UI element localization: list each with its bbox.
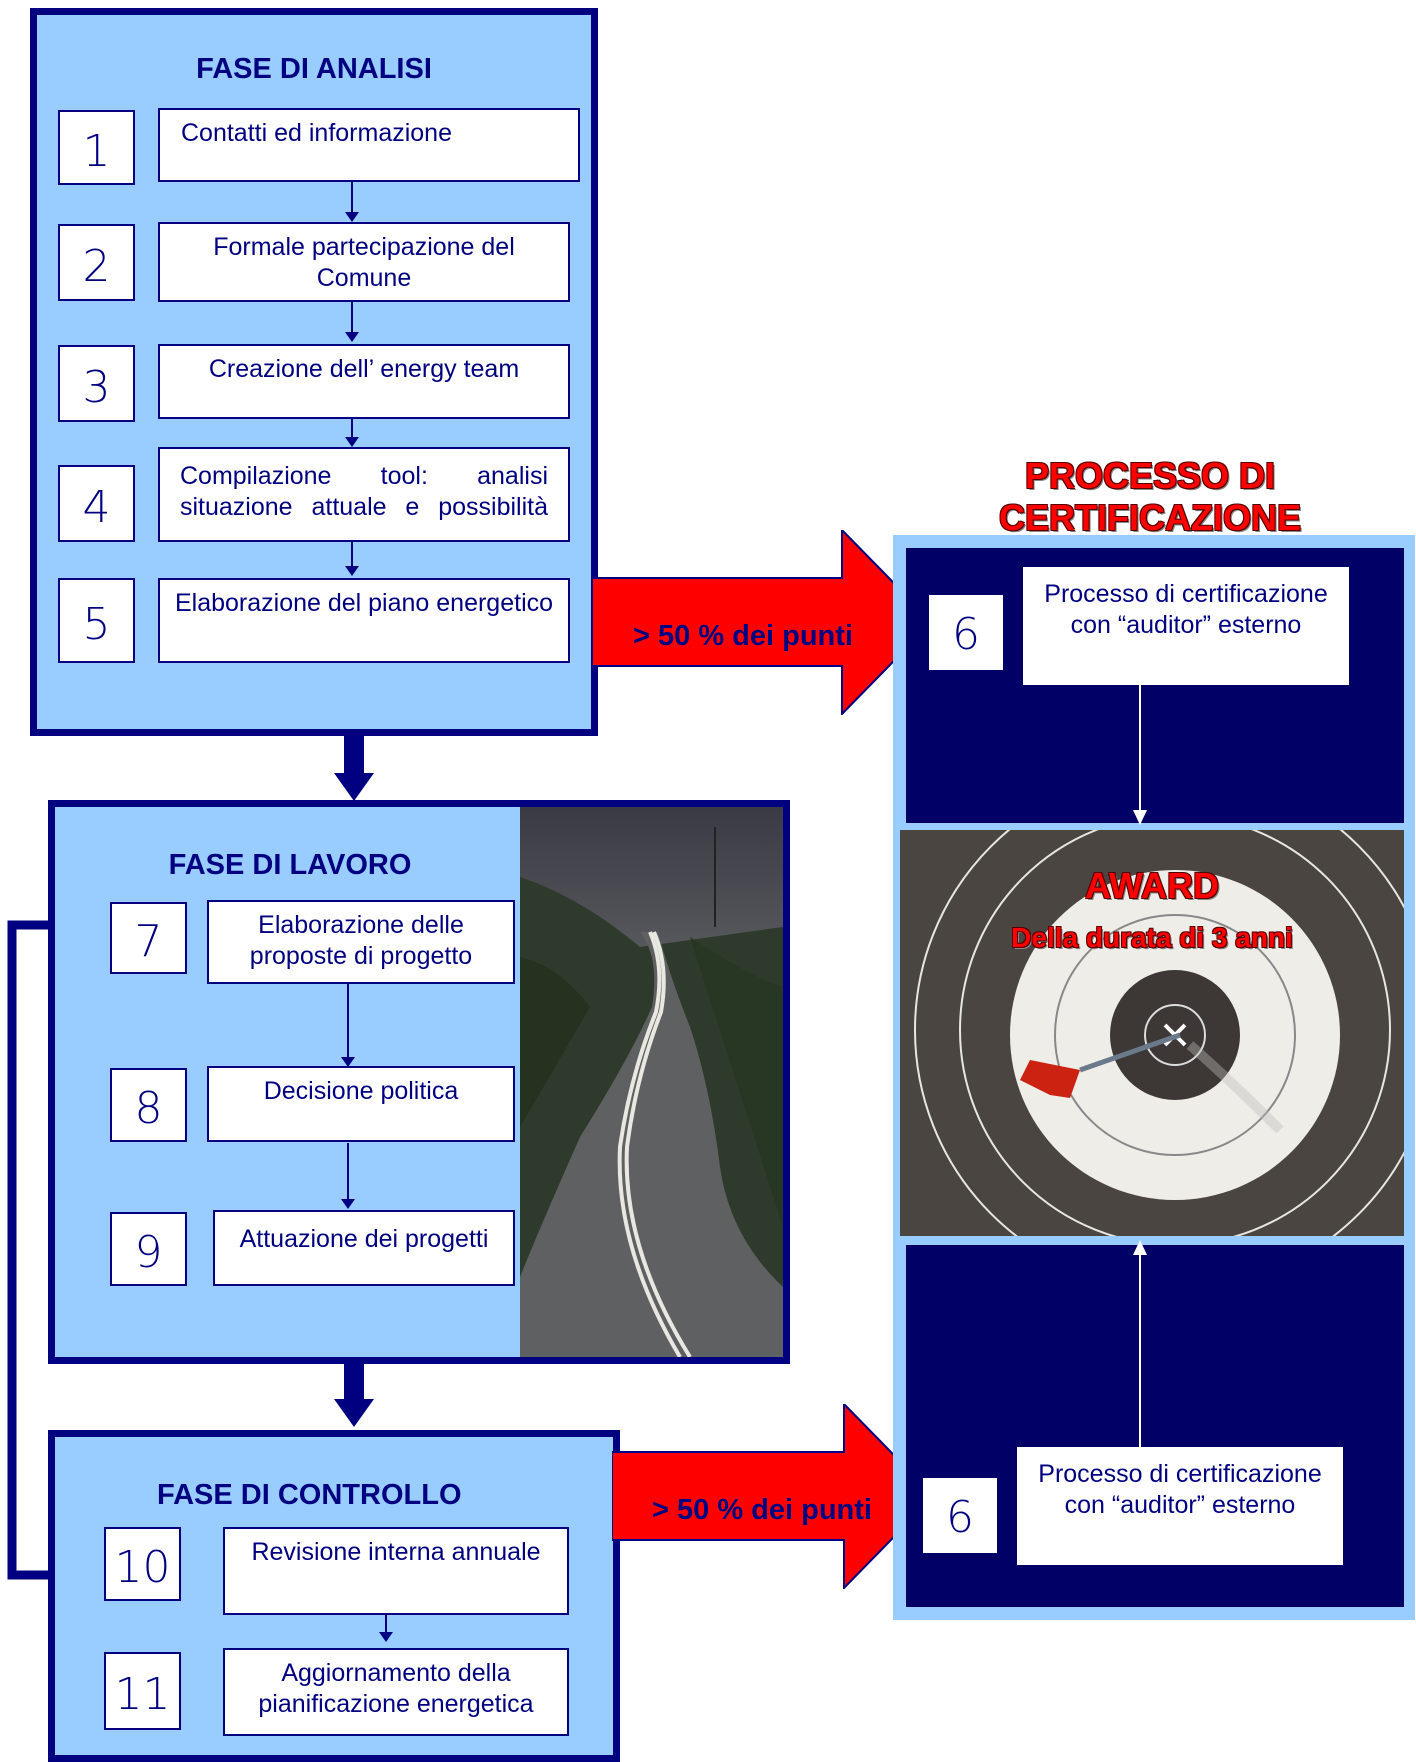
step-4-box: Compilazione tool: analisi situazione at… [158,447,570,542]
road-photo [520,807,783,1357]
step-10-box: Revisione interna annuale [223,1527,569,1615]
road-surface [520,932,783,1357]
red-arrow-bottom-label: > 50 % dei punti [652,1494,872,1526]
step-number-9: 9 [110,1212,187,1286]
step-number-11: 11 [104,1652,181,1730]
arrow-8-9 [341,1199,355,1209]
step-number-5: 5 [58,578,135,663]
arrow-analisi-to-lavoro [334,735,374,801]
road-center-line [617,931,682,1357]
award-title: AWARD [1085,865,1219,906]
dart-flight [1020,1060,1080,1098]
red-arrow-top-label: > 50 % dei punti [633,620,853,652]
target-photo [900,830,1404,1236]
arrow-lavoro-to-controllo [334,1363,374,1427]
cert-bottom-number: 6 [923,1478,997,1553]
step-number-4: 4 [58,465,135,542]
certificazione-title-line1: PROCESSO DI [1024,455,1276,496]
cert-bottom-arrow [1133,1240,1147,1448]
step-number-1: 1 [58,110,135,185]
step-number-3: 3 [58,345,135,422]
step-number-2: 2 [58,224,135,301]
step-3-box: Creazione dell’ energy team [158,344,570,419]
cert-top-arrow [1133,685,1147,825]
arrow-4-5 [345,566,359,576]
step-5-box: Elaborazione del piano energetico [158,578,570,663]
dart-shaft [1079,1032,1181,1073]
controllo-step-arrow [379,1614,393,1642]
step-number-7: 7 [110,902,187,974]
lavoro-step-arrows [341,983,355,1209]
step-11-box: Aggiornamento della pianificazione energ… [223,1648,569,1736]
step-2-box: Formale partecipazione del Comune [158,222,570,302]
step-7-box: Elaborazione delle proposte di progetto [207,900,515,984]
analisi-step-arrows [345,182,359,576]
cert-top-number: 6 [929,595,1003,670]
certificazione-title-line2: CERTIFICAZIONE [999,497,1301,538]
red-arrow-top [592,530,934,715]
phase-controllo-title: FASE DI CONTROLLO [157,1479,462,1511]
arrow-3-4 [345,437,359,447]
cert-bottom-box: Processo di certificazione con “auditor”… [1017,1447,1343,1565]
arrow-7-8 [341,1057,355,1067]
arrow-10-11 [379,1632,393,1642]
step-number-10: 10 [104,1527,181,1601]
step-8-box: Decisione politica [207,1066,515,1142]
cert-top-box: Processo di certificazione con “auditor”… [1023,567,1349,685]
red-arrow-bottom [612,1404,936,1589]
award-subtitle: Della durata di 3 anni [1011,922,1293,953]
step-1-box: Contatti ed informazione [158,108,580,182]
certificazione-title: PROCESSO DI CERTIFICAZIONE [880,455,1416,539]
phase-analisi-title: FASE DI ANALISI [196,53,432,85]
step-number-8: 8 [110,1068,187,1142]
step-9-box: Attuazione dei progetti [213,1210,515,1286]
arrow-2-3 [345,332,359,342]
arrow-1-2 [345,212,359,222]
phase-lavoro-title: FASE DI LAVORO [168,849,412,881]
